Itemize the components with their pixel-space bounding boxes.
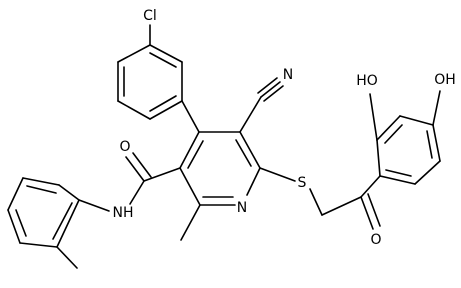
double-bond-inner — [187, 140, 204, 169]
double-bond-inner — [384, 124, 403, 144]
chlorine-label: Cl — [143, 8, 157, 24]
double-bond-inner — [149, 95, 177, 112]
ketone-double-bond-b — [367, 193, 381, 227]
bond-ch2-to-carbonyl — [321, 196, 362, 216]
dihydroxyphenyl-ring — [376, 115, 441, 185]
bond — [414, 160, 441, 185]
double-bond-inner — [15, 209, 27, 237]
bond — [7, 177, 24, 211]
pyridine-ring — [179, 131, 261, 206]
hydroxyl-right-label: OH — [434, 72, 456, 88]
bond-to-hydroxyl-right — [432, 90, 441, 126]
amide-double-bond-b — [132, 152, 152, 178]
ketone-oxygen-label: O — [370, 232, 381, 248]
bond — [19, 242, 58, 248]
bond — [376, 139, 381, 177]
bond — [149, 44, 183, 63]
amide-oxygen-label: O — [119, 139, 130, 155]
bond — [117, 100, 151, 120]
bond-ring-to-sulfur — [259, 167, 296, 182]
bond-chlorophenyl-to-pyridine — [181, 100, 200, 133]
nitrile-nitrogen-label: N — [283, 67, 293, 83]
bond — [117, 44, 151, 63]
bond — [58, 184, 80, 201]
triple-bond-c — [263, 85, 284, 102]
bond — [22, 177, 60, 186]
ketone-double-bond-a — [360, 196, 374, 230]
bond-to-methyl — [180, 204, 201, 241]
bond-sulfur-to-ch2 — [309, 188, 323, 216]
bond-to-nitrile — [239, 96, 262, 133]
bond-amide-to-nh — [129, 180, 145, 205]
bond — [246, 167, 261, 196]
double-bond-inner — [149, 52, 177, 68]
double-bond-inner — [426, 130, 433, 159]
bond — [179, 131, 200, 169]
double-bond-inner — [235, 139, 252, 167]
bond — [376, 115, 401, 141]
ring-nitrogen-label: N — [237, 200, 247, 216]
sulfur-label: S — [298, 175, 307, 191]
hydroxyl-top-label: HO — [356, 73, 378, 89]
bond — [179, 167, 201, 206]
bond — [399, 115, 434, 126]
bond — [149, 100, 183, 120]
bond — [56, 199, 80, 248]
double-bond-inner — [52, 202, 73, 240]
bond — [239, 131, 261, 169]
tolyl-ring — [7, 177, 80, 248]
chlorophenyl-ring — [117, 44, 183, 120]
bond — [7, 209, 21, 244]
double-bond-inner — [26, 185, 57, 194]
bond — [432, 124, 441, 162]
bond-ring-to-amide-carbon — [143, 167, 181, 182]
amide-double-bond-a — [125, 156, 145, 182]
bond-carbonyl-to-aryl — [360, 175, 381, 198]
bond — [379, 175, 416, 185]
bond-to-tolyl-methyl — [56, 246, 78, 269]
triple-bond-a — [260, 81, 281, 98]
amide-nh-label: NH — [113, 205, 134, 221]
triple-bond-b — [257, 77, 278, 94]
double-bond-inner — [385, 169, 412, 177]
bond-nh-to-aryl — [78, 199, 110, 212]
bond-to-hydroxyl-top — [369, 93, 378, 141]
